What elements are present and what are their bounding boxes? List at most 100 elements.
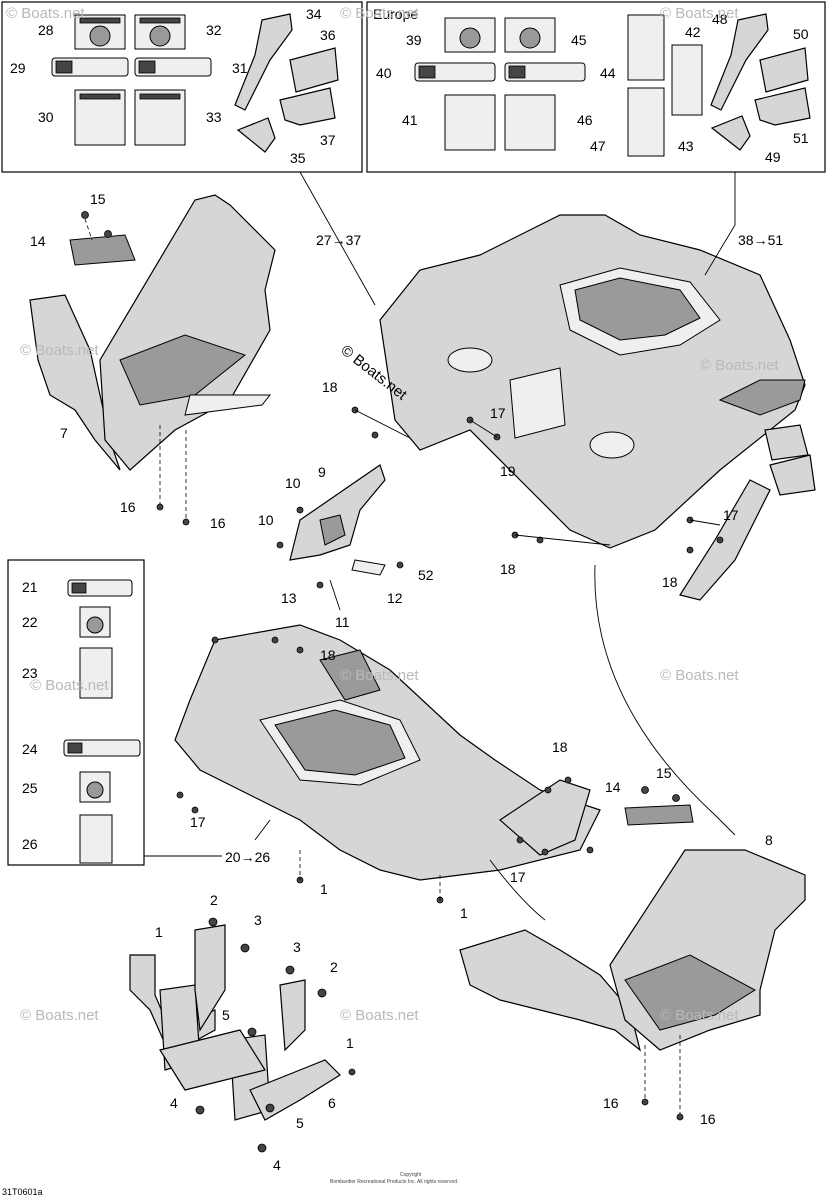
decal-43	[671, 44, 703, 116]
decal-box-europe	[366, 1, 826, 173]
callout-12: 12	[387, 590, 403, 606]
range-27-37: 27→37	[316, 232, 361, 248]
leader-lines	[254, 171, 736, 921]
footpeg-14-right	[624, 804, 694, 826]
svg-text:© Boats.net: © Boats.net	[340, 5, 419, 22]
copyright-line-2: Bombardier Recreational Products Inc. Al…	[330, 1179, 458, 1185]
decal-24	[63, 739, 141, 757]
callout-22: 22	[22, 614, 38, 630]
right-footwell-assembly	[459, 786, 806, 1121]
callout-16-c: 16	[603, 1095, 619, 1111]
decal-26	[79, 814, 113, 864]
region-label: Europe	[373, 6, 418, 22]
mud-flap-51	[754, 87, 811, 126]
callout-14-right: 14	[605, 779, 621, 795]
callout-10-b: 10	[258, 512, 274, 528]
front-mud-guard	[679, 479, 771, 601]
callout-1-d: 1	[346, 1035, 354, 1051]
callout-3-a: 3	[254, 912, 262, 928]
bracket-assembly	[276, 464, 404, 611]
copyright-line-1: Copyright	[400, 1172, 422, 1178]
svg-text:© Boats.net: © Boats.net	[660, 1007, 739, 1024]
decal-box-rear	[7, 559, 222, 866]
rear-fender-assembly	[174, 624, 601, 904]
callout-44: 44	[600, 65, 616, 81]
callout-8: 8	[765, 832, 773, 848]
callout-48: 48	[712, 11, 728, 27]
callout-52: 52	[418, 567, 434, 583]
callout-4-a: 4	[170, 1095, 178, 1111]
callout-1-c: 1	[155, 924, 163, 940]
footwell-panel	[99, 194, 276, 471]
callout-36: 36	[320, 27, 336, 43]
decal-47	[627, 87, 665, 157]
cup-holder	[447, 347, 493, 373]
mud-flap-50	[759, 47, 809, 93]
callout-5-b: 5	[296, 1115, 304, 1131]
callout-1-a: 1	[320, 881, 328, 897]
svg-text:© Boats.net: © Boats.net	[660, 667, 739, 684]
svg-text:© Boats.net: © Boats.net	[20, 342, 99, 359]
callout-2-a: 2	[210, 892, 218, 908]
callout-47: 47	[590, 138, 606, 154]
callout-18-c: 18	[662, 574, 678, 590]
callout-17-d: 17	[510, 869, 526, 885]
callout-6: 6	[328, 1095, 336, 1111]
callout-11: 11	[335, 614, 350, 630]
right-fender	[459, 929, 642, 1052]
callout-10-a: 10	[285, 475, 301, 491]
callout-46: 46	[577, 112, 593, 128]
callout-21: 21	[22, 579, 38, 595]
svg-text:© Boats.net: © Boats.net	[30, 677, 109, 694]
callout-31: 31	[232, 60, 248, 76]
frame-support-assembly	[129, 917, 356, 1153]
callout-43: 43	[678, 138, 694, 154]
mud-flap-49	[710, 115, 751, 151]
fender-7	[29, 294, 121, 471]
callout-26: 26	[22, 836, 38, 852]
callout-16-d: 16	[700, 1111, 716, 1127]
callout-17-b: 17	[723, 507, 739, 523]
rear-fender-wing	[499, 779, 591, 856]
callout-15-left: 15	[90, 191, 106, 207]
callout-35: 35	[290, 150, 306, 166]
callout-18-e: 18	[552, 739, 568, 755]
decal-42	[627, 14, 665, 81]
callout-28: 28	[38, 22, 54, 38]
mud-flap-front	[764, 424, 809, 461]
footpeg-14-left	[69, 234, 136, 266]
callout-40: 40	[376, 65, 392, 81]
svg-text:© Boats.net: © Boats.net	[660, 5, 739, 22]
callout-16-b: 16	[210, 515, 226, 531]
callout-9: 9	[318, 464, 326, 480]
callout-17-a: 17	[490, 405, 506, 421]
callout-49: 49	[765, 149, 781, 165]
callout-45: 45	[571, 32, 587, 48]
decal-box-standard	[1, 1, 363, 173]
svg-text:© Boats.net: © Boats.net	[340, 667, 419, 684]
callout-labels: 28 32 29 31 30 33 34 36 37 35 Europe 39 …	[10, 6, 809, 1173]
mud-flap-37	[279, 87, 336, 126]
callout-14-left: 14	[30, 233, 46, 249]
callout-42: 42	[685, 24, 701, 40]
screw-10-bottom	[276, 541, 284, 549]
callout-2-b: 2	[330, 959, 338, 975]
svg-text:© Boats.net: © Boats.net	[6, 5, 85, 22]
callout-37: 37	[320, 132, 336, 148]
callout-51: 51	[793, 130, 809, 146]
callout-16-a: 16	[120, 499, 136, 515]
screw-15-right	[641, 786, 649, 794]
svg-text:© Boats.net: © Boats.net	[20, 1007, 99, 1024]
callout-7: 7	[60, 425, 68, 441]
range-20-26: 20→26	[225, 849, 270, 865]
mud-flap-35	[236, 117, 276, 153]
decal-23	[79, 647, 113, 699]
svg-text:© Boats.net: © Boats.net	[700, 357, 779, 374]
callout-3-b: 3	[293, 939, 301, 955]
callout-39: 39	[406, 32, 422, 48]
callout-41: 41	[402, 112, 418, 128]
callout-30: 30	[38, 109, 54, 125]
callout-4-b: 4	[273, 1157, 281, 1173]
callout-29: 29	[10, 60, 26, 76]
